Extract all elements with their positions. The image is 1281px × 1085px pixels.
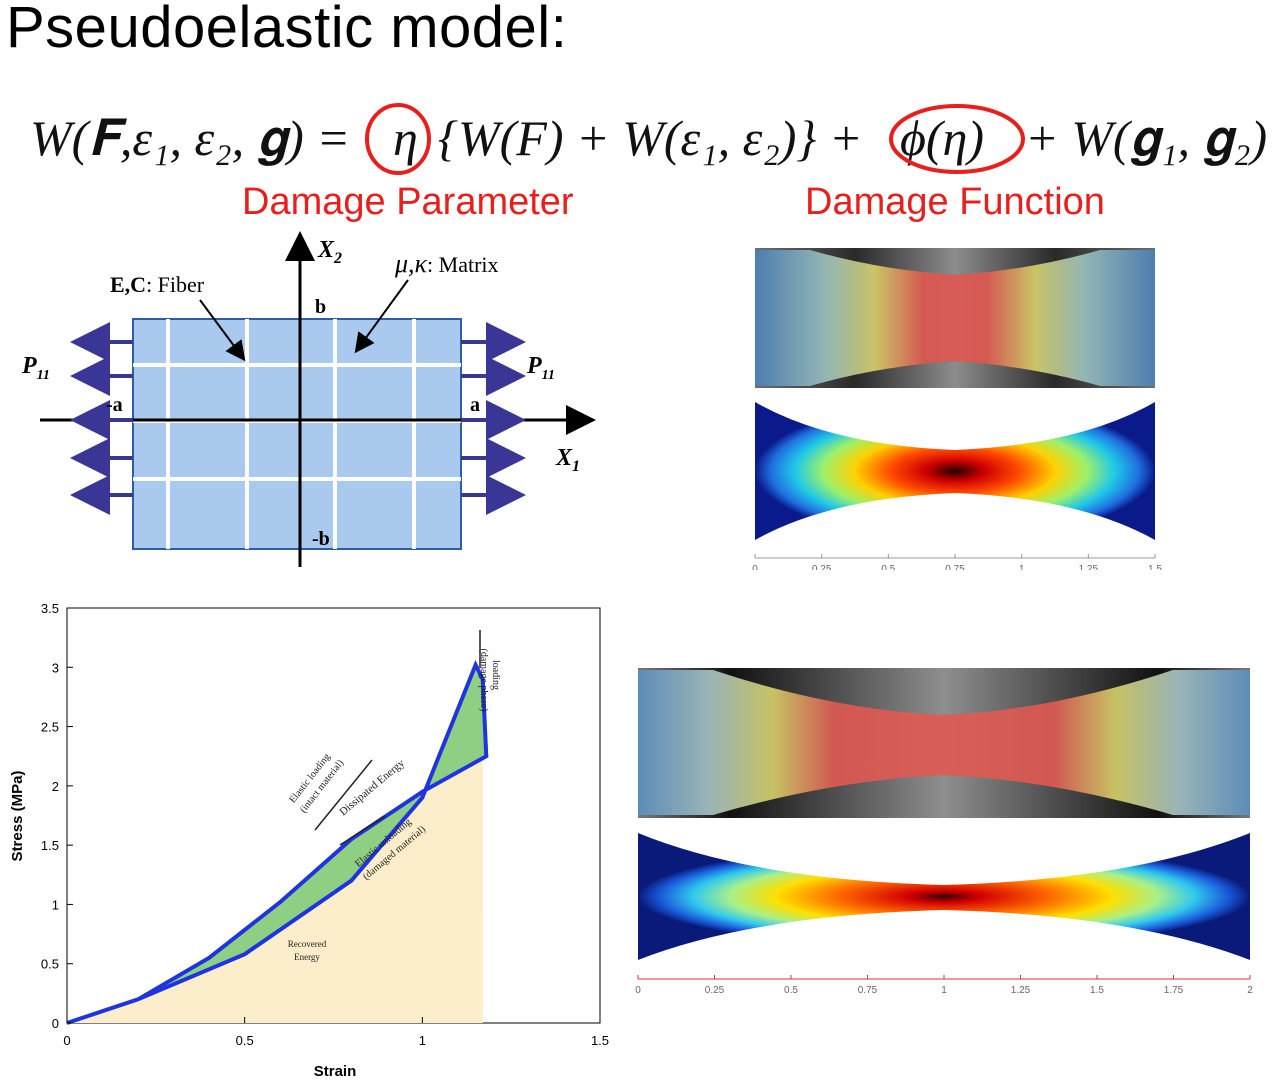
scale-ticks-bottom: 0 0.25 0.5 0.75 1 1.25 1.5 1.75 2 — [635, 975, 1253, 996]
x2-label: X2 — [317, 237, 342, 267]
scale-tick-label: 1 — [941, 985, 947, 996]
contour-plot-top — [755, 402, 1155, 540]
scale-tick-label: 0.25 — [705, 985, 725, 996]
p11-right-label: P11 — [526, 353, 555, 383]
equation-lhs: W(𝐅,ε₁, ε₂, 𝐠) = — [30, 110, 350, 166]
x-tick-label: 1.5 — [591, 1033, 609, 1048]
contour-plot-bottom — [638, 833, 1250, 960]
load-arrows-right — [461, 322, 526, 515]
recovered-energy-area — [67, 679, 487, 1023]
hysteresis-curve — [66, 660, 489, 1025]
composite-schematic: E,C: Fiber μ,κ: Matrix X2 X1 b -b a -a P… — [21, 231, 596, 567]
scale-tick-label: 0.75 — [945, 564, 965, 570]
p11-left-label: P11 — [21, 353, 50, 383]
scale-tick-label: 1.25 — [1079, 564, 1099, 570]
scale-tick-label: 0.5 — [881, 564, 895, 570]
scale-tick-label: 1.75 — [1164, 985, 1184, 996]
damage-parameter-label: Damage Parameter — [242, 181, 574, 223]
y-tick-label: 1.5 — [41, 838, 59, 853]
x-tick-label: 0 — [63, 1033, 70, 1048]
y-tick-label: 0.5 — [41, 957, 59, 972]
simulation-bottom: 0 0.25 0.5 0.75 1 1.25 1.5 1.75 2 — [635, 668, 1253, 996]
x-tick-label: 1 — [419, 1033, 426, 1048]
recovered-energy-label-2: Energy — [294, 952, 320, 962]
y-tick-label: 2 — [52, 779, 59, 794]
scale-tick-label: 1.5 — [1148, 564, 1162, 570]
y-tick-label: 0 — [52, 1016, 59, 1031]
b-label: b — [315, 296, 326, 318]
x-tick-label: 0.5 — [236, 1033, 254, 1048]
eta-highlight-circle — [365, 103, 431, 175]
phi-highlight-circle — [889, 104, 1025, 174]
scale-tick-label: 0 — [635, 985, 641, 996]
neg-a-label: -a — [106, 394, 123, 416]
scale-tick-label: 1 — [1019, 564, 1025, 570]
scale-tick-label: 1.5 — [1090, 985, 1104, 996]
load-arrows-left — [70, 322, 133, 515]
scale-tick-label: 0.25 — [812, 564, 832, 570]
x1-label: X1 — [555, 445, 580, 475]
equation-rhs: + W(𝐠₁, 𝐠₂) — [1025, 110, 1267, 166]
scale-ticks-top: 0 0.25 0.5 0.75 1 1.25 1.5 — [752, 554, 1162, 570]
simulation-top: 0 0.25 0.5 0.75 1 1.25 1.5 — [752, 248, 1162, 570]
y-tick-label: 3.5 — [41, 601, 59, 616]
stress-strain-chart: 0 0.5 1 1.5 2 2.5 3 3.5 0 0.5 1 1.5 Strain Stress … — [9, 601, 609, 1080]
reloading-label-2: (damage phase) — [478, 648, 489, 711]
scale-tick-label: 1.25 — [1011, 985, 1031, 996]
damage-function-label: Damage Function — [805, 181, 1105, 223]
fiber-label: E,C: Fiber — [110, 272, 205, 297]
y-tick-label: 2.5 — [41, 720, 59, 735]
recovered-energy-label-1: Recovered — [288, 939, 327, 949]
y-tick-label: 3 — [52, 660, 59, 675]
scale-tick-label: 0.5 — [784, 985, 798, 996]
scale-tick-label: 2 — [1247, 985, 1253, 996]
equation-phi: ϕ(η) — [900, 110, 984, 166]
page-title: Pseudoelastic model: — [6, 0, 568, 60]
reloading-label-1: loading — [490, 660, 501, 690]
equation-middle: {W(F) + W(ε₁, ε₂)} + — [438, 110, 863, 166]
equation-eta: η — [393, 110, 418, 166]
neg-b-label: -b — [312, 528, 330, 550]
matrix-label: μ,κ: Matrix — [394, 249, 499, 278]
scale-tick-label: 0 — [752, 564, 758, 570]
a-label: a — [470, 394, 480, 416]
y-tick-label: 1 — [52, 897, 59, 912]
composite-panel — [132, 318, 462, 550]
scale-tick-label: 0.75 — [858, 985, 878, 996]
x-axis-label: Strain — [314, 1063, 357, 1080]
annotation-arrows — [314, 630, 481, 846]
energy-equation: W(𝐅,ε₁, ε₂, 𝐠) = η {W(F) + W(ε₁, ε₂)} + … — [30, 103, 1267, 175]
matrix-pointer — [354, 279, 409, 354]
y-axis-label: Stress (MPa) — [9, 771, 26, 862]
fiber-pointer — [199, 299, 246, 362]
